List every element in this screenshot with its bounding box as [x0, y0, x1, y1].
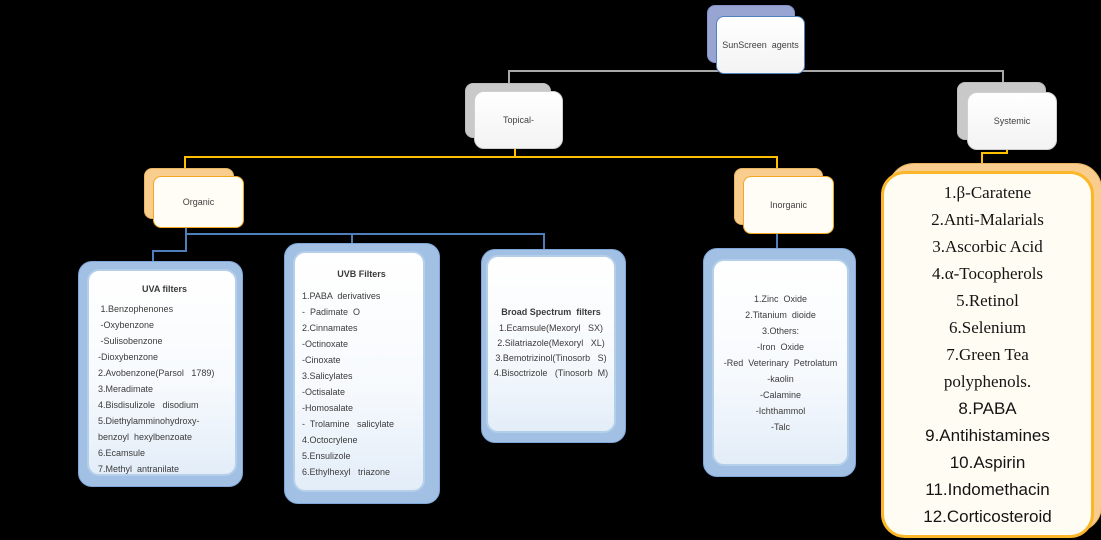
list-item: 3.Bemotrizinol(Tinosorb S) [495, 353, 607, 363]
list-item: 1.β-Caratene [943, 183, 1032, 202]
connector-organic-down [185, 226, 187, 235]
list-item: -Homosalate [302, 403, 354, 413]
list-item: -Octinoxate [302, 339, 349, 349]
uva-title: UVA filters [141, 284, 187, 294]
list-item: 7.Methyl antranilate [98, 464, 180, 474]
connector-systemic-down [1006, 147, 1008, 154]
node-inorganic: Inorganic [743, 176, 834, 234]
list-item: -Sulisobenzone [98, 336, 163, 346]
connector-to-uvb [351, 233, 353, 244]
connector-gray-to-topical [508, 70, 510, 92]
connector-to-broad [543, 233, 545, 250]
list-item: 6.Selenium [949, 318, 1026, 337]
list-item: -Calamine [759, 389, 801, 400]
systemic-agents-list: 1.β-Caratene 2.Anti-Malarials 3.Ascorbic A… [884, 179, 1091, 530]
connector-to-inorganic [776, 156, 778, 177]
connector-inorganic-down [776, 230, 778, 249]
organic-label: Organic [182, 197, 215, 207]
list-item: 8.PABA [958, 399, 1017, 418]
list-item: 9.Antihistamines [925, 426, 1050, 445]
list-item: -Red Veterinary Petrolatum [723, 357, 838, 368]
list-item: 7.Green Tea polyphenols. [943, 345, 1032, 391]
list-item: benzoyl hexylbenzoate [98, 432, 193, 442]
list-item: 1.Zinc Oxide [753, 293, 808, 304]
topical-label: Topical- [502, 115, 534, 125]
systemic-label: Systemic [993, 116, 1031, 126]
node-uva-filters: UVA filters 1.Benzophenones -Oxybenzone … [87, 269, 237, 476]
connector-uva-elbow-h [152, 250, 187, 252]
list-item: 4.Octocrylene [302, 435, 358, 445]
inorganic-label: Inorganic [769, 200, 808, 210]
list-item: 2.Cinnamates [302, 323, 358, 333]
connector-orange-horizontal [184, 156, 778, 158]
list-item: 11.Indomethacin [925, 480, 1050, 499]
connector-systemic-elbow [981, 152, 1008, 154]
connector-uva-elbow-v [185, 233, 187, 252]
list-item: -Octisalate [302, 387, 346, 397]
sunscreen-label: SunScreen agents [722, 40, 799, 50]
inorganic-agents-list: 1.Zinc Oxide 2.Titanium dioide 3.Others: -I… [714, 291, 847, 435]
connector-gray-to-systemic [1002, 70, 1004, 93]
list-item: 2.Silatriazole(Mexoryl XL) [497, 338, 605, 348]
node-topical: Topical- [474, 91, 563, 149]
list-item: 5.Diethylamminohydroxy- [98, 416, 200, 426]
connector-to-uva [152, 250, 154, 263]
node-systemic-list: 1.β-Caratene 2.Anti-Malarials 3.Ascorbic A… [881, 171, 1094, 538]
list-item: 1.PABA derivatives [302, 291, 381, 301]
list-item: 2.Anti-Malarials [931, 210, 1044, 229]
list-item: -Talc [770, 421, 790, 432]
connector-blue-horizontal [185, 233, 545, 235]
connector-to-organic [184, 156, 186, 177]
uvb-title: UVB Filters [337, 269, 386, 279]
list-item: -Cinoxate [302, 355, 341, 365]
list-item: - Padimate O [302, 307, 361, 317]
list-item: 5.Ensulizole [302, 451, 351, 461]
broad-title: Broad Spectrum filters [501, 307, 601, 317]
uvb-list: 1.PABA derivatives - Padimate O 2.Cinnamat… [302, 288, 421, 480]
list-item: -Ichthammol [755, 405, 806, 416]
list-item: 4.Bisoctrizole (Tinosorb M) [493, 368, 609, 378]
list-item: -Dioxybenzone [98, 352, 159, 362]
connector-topical-down [514, 146, 516, 158]
list-item: 2.Titanium dioide [745, 309, 816, 320]
list-item: 10.Aspirin [949, 453, 1026, 472]
connector-to-systemic-list [981, 152, 983, 165]
list-item: -Iron Oxide [756, 341, 805, 352]
list-item: 2.Avobenzone(Parsol 1789) [98, 368, 215, 378]
list-item: 12.Corticosteroid [923, 507, 1052, 526]
list-item: -Oxybenzone [98, 320, 155, 330]
list-item: 3.Salicylates [302, 371, 353, 381]
list-item: 3.Meradimate [98, 384, 154, 394]
list-item: 3.Ascorbic Acid [932, 237, 1043, 256]
list-item: 6.Ecamsule [98, 448, 146, 458]
list-item: 6.Ethylhexyl triazone [302, 467, 391, 477]
list-item: 3.Others: [761, 325, 799, 336]
node-sunscreen-agents: SunScreen agents [716, 16, 805, 74]
node-broad-spectrum-filters: Broad Spectrum filters 1.Ecamsule(Mexory… [486, 255, 616, 433]
list-item: 1.Benzophenones [98, 304, 174, 314]
list-item: - Trolamine salicylate [302, 419, 395, 429]
list-item: 1.Ecamsule(Mexoryl SX) [498, 323, 604, 333]
broad-list: 1.Ecamsule(Mexoryl SX) 2.Silatriazole(Mex… [488, 321, 614, 381]
node-systemic: Systemic [967, 92, 1057, 150]
list-item: 4.α-Tocopherols [931, 264, 1044, 283]
uva-list: 1.Benzophenones -Oxybenzone -Sulisobenzo… [98, 301, 231, 477]
list-item: 4.Bisdisulizole disodium [98, 400, 199, 410]
node-uvb-filters: UVB Filters 1.PABA derivatives - Padimate… [293, 251, 425, 492]
list-item: -kaolin [767, 373, 794, 384]
list-item: 5.Retinol [956, 291, 1019, 310]
node-organic: Organic [153, 176, 244, 228]
node-inorganic-list: 1.Zinc Oxide 2.Titanium dioide 3.Others: -I… [712, 259, 849, 466]
